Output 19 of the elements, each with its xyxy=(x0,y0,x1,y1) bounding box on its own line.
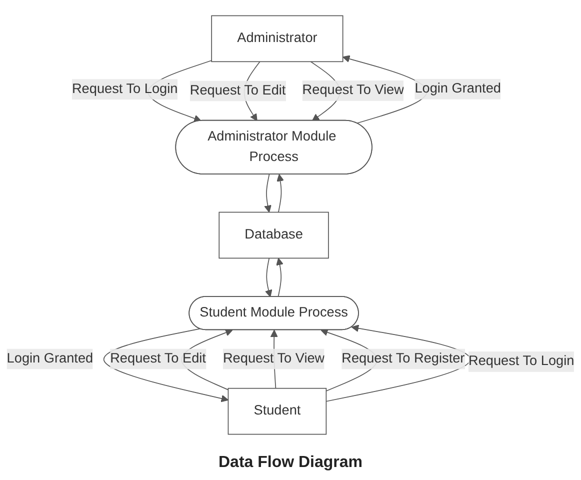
edge-label: Request To Edit xyxy=(110,351,206,366)
node-box: Database xyxy=(218,212,329,259)
edge-label: Request To Login xyxy=(468,354,574,368)
edge-label: Request To Register xyxy=(342,351,465,366)
node-box: Student xyxy=(228,388,327,435)
node-box: Administrator xyxy=(211,15,344,62)
edge-label: Request To Edit xyxy=(190,83,286,98)
edge-label: Request To Login xyxy=(72,82,178,96)
diagram-caption: Data Flow Diagram xyxy=(218,453,363,473)
arrow xyxy=(276,258,284,298)
arrow xyxy=(264,258,272,298)
edge-label: Login Granted xyxy=(6,351,94,366)
arrow xyxy=(326,324,470,402)
arrow xyxy=(276,174,284,213)
edge-label: Request To View xyxy=(222,351,325,366)
arrow xyxy=(264,174,272,213)
edge-label: Login Granted xyxy=(414,81,501,96)
edge-label: Request To View xyxy=(302,83,404,98)
arrow xyxy=(104,328,229,402)
